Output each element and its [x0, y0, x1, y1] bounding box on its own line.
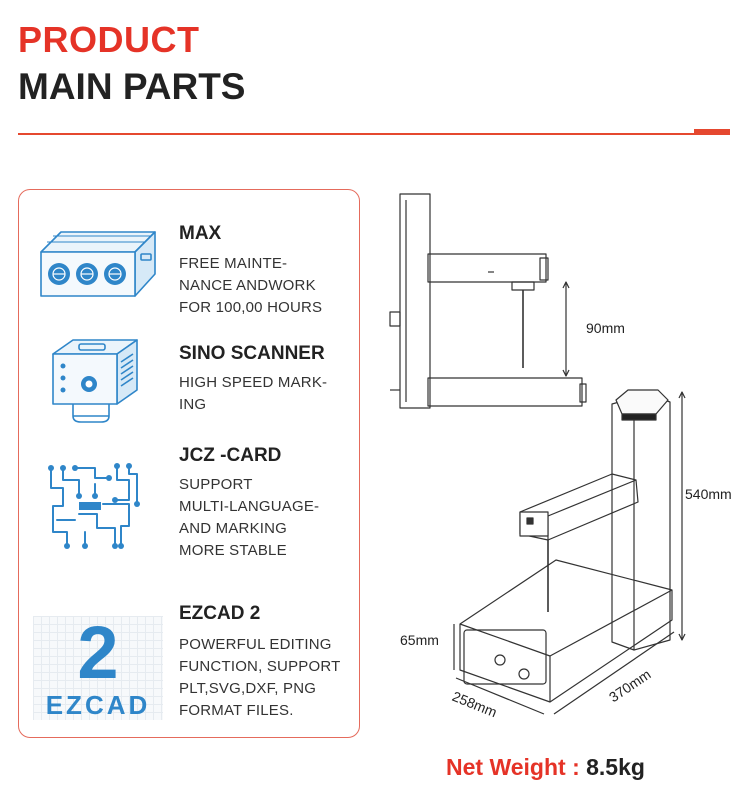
machine-diagram: 90mm 540mm 65mm 258mm 370mm — [380, 180, 750, 740]
part-name: JCZ -CARD — [179, 445, 282, 466]
part-description: SUPPORT MULTI-LANGUAGE- AND MARKING MORE… — [179, 476, 320, 559]
part-name: SINO SCANNER — [179, 343, 325, 364]
laser-source-icon — [40, 231, 156, 297]
part-description: HIGH SPEED MARK- ING — [179, 374, 328, 413]
galvo-scanner-icon — [52, 339, 138, 423]
circuit-board-icon — [48, 463, 140, 549]
net-weight: Net Weight : 8.5kg — [446, 754, 645, 781]
title-main-parts: MAIN PARTS — [18, 66, 246, 107]
net-weight-value: 8.5kg — [586, 754, 645, 780]
header-divider — [18, 133, 730, 135]
part-description: FREE MAINTE- NANCE ANDWORK FOR 100,00 HO… — [179, 255, 323, 316]
header-divider-accent — [694, 129, 730, 135]
parts-card: MAX FREE MAINTE- NANCE ANDWORK FOR 100,0… — [18, 189, 360, 738]
title-product: PRODUCT — [18, 19, 200, 60]
machine-line-drawing — [389, 193, 686, 715]
dimension-stroke: 90mm — [586, 320, 625, 336]
part-description: POWERFUL EDITING FUNCTION, SUPPORT PLT,S… — [179, 636, 341, 719]
net-weight-label: Net Weight : — [446, 754, 587, 780]
ezcad-logo-icon: 2 EZCAD — [33, 616, 163, 720]
part-name: MAX — [179, 223, 222, 244]
dimension-base-height: 65mm — [400, 632, 439, 648]
part-name: EZCAD 2 — [179, 603, 261, 624]
dimension-height: 540mm — [685, 486, 732, 502]
